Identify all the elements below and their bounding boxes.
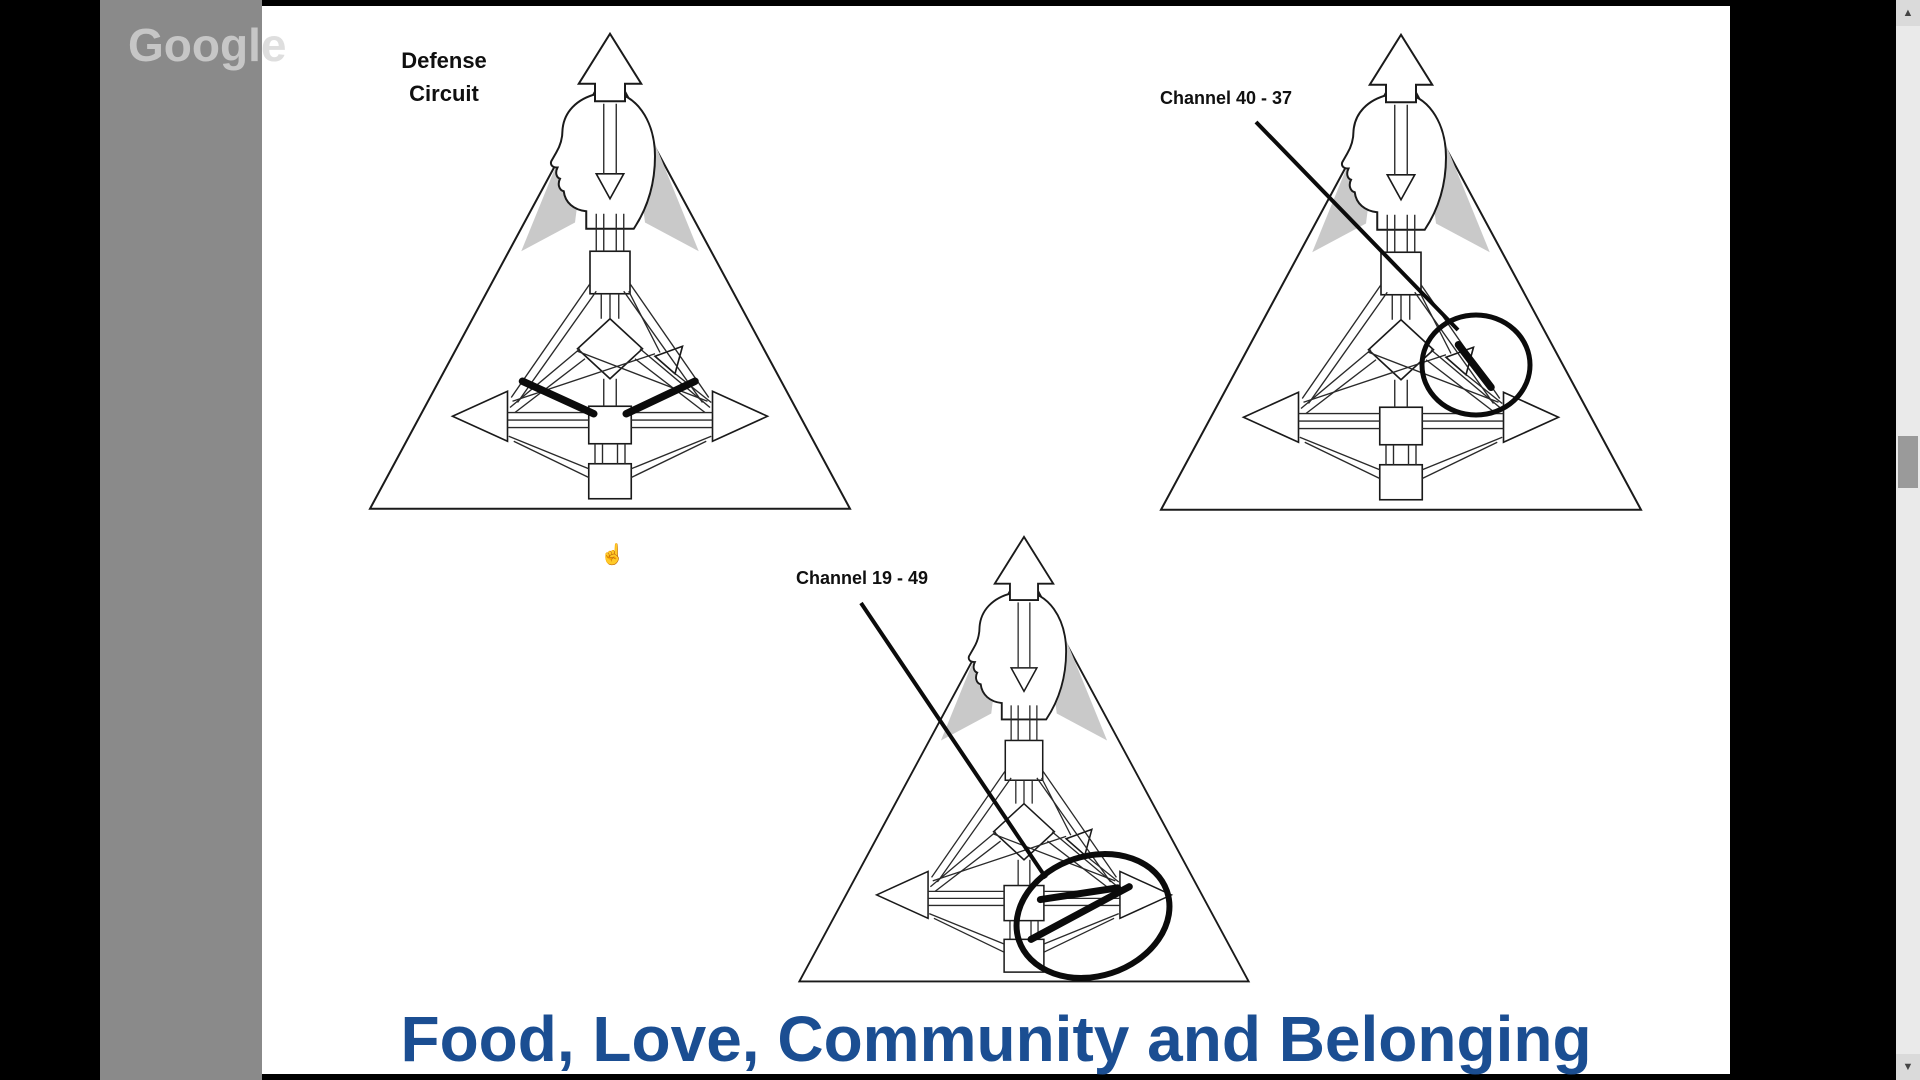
bodygraph-diagram — [798, 535, 1250, 983]
scrollbar[interactable]: ▲ ▼ — [1896, 0, 1920, 1080]
highlight-defense-channels — [518, 377, 699, 418]
scroll-up-button[interactable]: ▲ — [1896, 0, 1920, 26]
channel-40-37-label: Channel 40 - 37 — [1160, 88, 1293, 108]
channel-19-49-label: Channel 19 - 49 — [796, 568, 929, 588]
defense-circuit-label-line1: Defense — [401, 48, 487, 73]
defense-circuit-bodygraph — [360, 24, 860, 516]
app-background-strip — [100, 0, 262, 1080]
defense-circuit-label-line2: Circuit — [409, 81, 479, 106]
bodygraph-diagram — [369, 32, 851, 510]
scroll-down-button[interactable]: ▼ — [1896, 1054, 1920, 1080]
defense-circuit-label: Defense Circuit — [374, 44, 514, 110]
scrollbar-thumb[interactable] — [1898, 436, 1918, 488]
page-title: Food, Love, Community and Belonging — [400, 1003, 1592, 1075]
document-page[interactable]: Defense Circuit Channel 40 - 37 Channel … — [262, 6, 1730, 1075]
channel-19-49-bodygraph — [790, 526, 1258, 990]
google-watermark: Google — [128, 19, 287, 71]
hand-cursor-icon: ☝ — [600, 544, 625, 566]
